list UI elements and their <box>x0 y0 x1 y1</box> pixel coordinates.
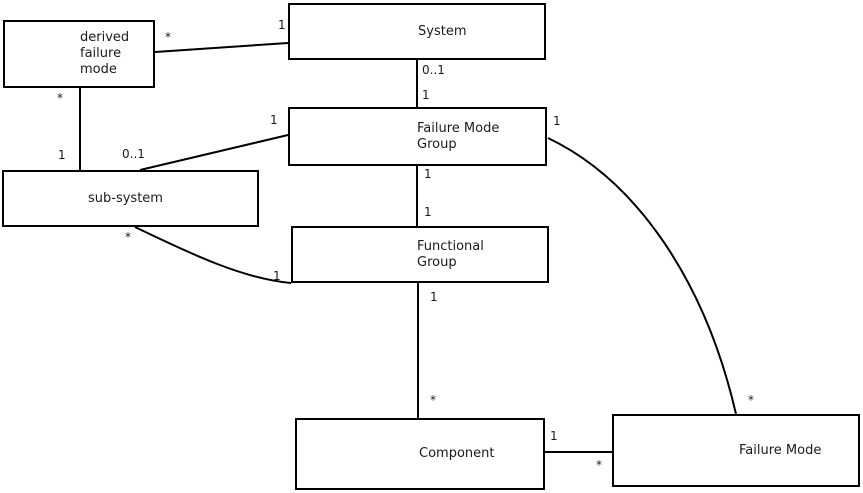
multiplicity-label: 1 <box>430 290 438 304</box>
multiplicity-label: 1 <box>273 269 281 283</box>
multiplicity-label: 1 <box>422 88 430 102</box>
multiplicity-label: 0..1 <box>122 147 145 161</box>
multiplicity-label: 1 <box>424 167 432 181</box>
class-box-failure-mode-group[interactable]: Failure Mode Group <box>288 107 547 166</box>
multiplicity-label: * <box>596 458 602 472</box>
class-box-derived-failure-mode[interactable]: derived failure mode <box>3 20 155 88</box>
class-label-functional-group: Functional Group <box>417 238 484 270</box>
class-box-failure-mode[interactable]: Failure Mode <box>612 414 860 487</box>
class-box-component[interactable]: Component <box>295 418 545 490</box>
class-label-component: Component <box>419 446 495 461</box>
multiplicity-label: * <box>165 30 171 44</box>
association-sub-system-functional-group <box>134 226 292 284</box>
multiplicity-label: * <box>430 393 436 407</box>
multiplicity-label: * <box>57 91 63 105</box>
class-label-failure-mode-group: Failure Mode Group <box>417 120 500 152</box>
class-label-system: System <box>418 23 467 39</box>
class-label-sub-system: sub-system <box>88 190 163 206</box>
class-box-functional-group[interactable]: Functional Group <box>291 226 549 283</box>
multiplicity-label: 1 <box>553 114 561 128</box>
multiplicity-label: 1 <box>550 429 558 443</box>
multiplicity-label: 1 <box>270 113 278 127</box>
class-box-sub-system[interactable]: sub-system <box>2 170 259 227</box>
multiplicity-label: 1 <box>424 205 432 219</box>
multiplicity-label: * <box>125 230 131 244</box>
multiplicity-label: 1 <box>278 18 286 32</box>
association-sub-system-failure-mode-group <box>139 134 289 171</box>
class-label-derived-failure-mode: derived failure mode <box>80 30 130 77</box>
association-failure-mode-group-failure-mode <box>547 137 737 415</box>
multiplicity-label: 0..1 <box>422 63 445 77</box>
class-box-system[interactable]: System <box>288 3 546 60</box>
multiplicity-label: 1 <box>58 148 66 162</box>
class-label-failure-mode: Failure Mode <box>739 442 822 458</box>
multiplicity-label: * <box>748 393 754 407</box>
association-derived-failure-mode-system <box>154 42 289 53</box>
